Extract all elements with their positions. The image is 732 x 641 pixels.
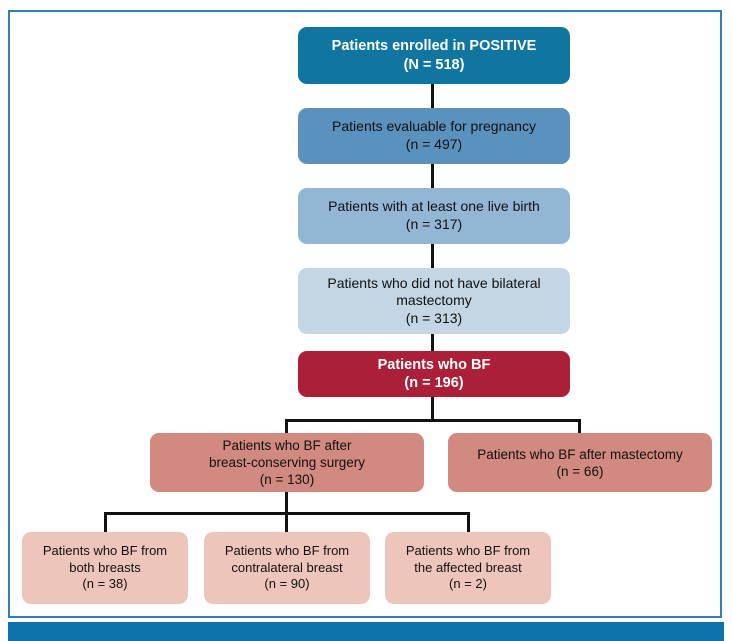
node-no-bilateral-mastectomy[interactable]: Patients who did not have bilateral mast… <box>298 268 570 334</box>
node-bf-mastectomy[interactable]: Patients who BF after mastectomy (n = 66… <box>448 433 712 492</box>
node-evaluable-line-2: (n = 497) <box>405 136 463 152</box>
node-enrolled-line-1: Patients enrolled in POSITIVE <box>331 38 537 55</box>
node-bf-line-2: (n = 196) <box>404 375 464 391</box>
connector-bcs-stem <box>285 492 288 514</box>
node-live-birth-line-2: (n = 317) <box>405 216 463 232</box>
node-affected-line-2: the affected breast <box>414 559 522 575</box>
node-bf[interactable]: Patients who BF (n = 196) <box>298 351 570 397</box>
footer-bar <box>8 622 724 641</box>
node-bf-mastectomy-line-1: Patients who BF after mastectomy <box>477 446 683 462</box>
node-affected-line-1: Patients who BF from <box>405 543 531 559</box>
connector-bf-branch-bar <box>285 419 581 422</box>
node-contralateral-line-3: (n = 90) <box>264 576 310 592</box>
node-evaluable-line-1: Patients evaluable for pregnancy <box>332 118 536 135</box>
node-bcs-line-3: (n = 130) <box>259 472 315 487</box>
node-no-bilateral-line-3: (n = 313) <box>405 309 463 326</box>
node-bf-breast-conserving[interactable]: Patients who BF after breast-conserving … <box>150 433 424 492</box>
node-no-bilateral-line-2: mastectomy <box>396 292 472 309</box>
connector-bf-to-breast-conserving <box>285 419 288 435</box>
connector-bf-stem <box>431 397 434 421</box>
node-bf-affected-breast[interactable]: Patients who BF from the affected breast… <box>385 532 551 604</box>
connector-bf-to-mastectomy <box>578 419 581 435</box>
node-live-birth[interactable]: Patients with at least one live birth (n… <box>298 188 570 244</box>
node-contralateral-line-2: contralateral breast <box>231 559 343 575</box>
connector-evaluable-to-livebirth <box>431 164 434 188</box>
node-bf-mastectomy-line-2: (n = 66) <box>556 463 604 479</box>
node-bf-both-breasts[interactable]: Patients who BF from both breasts (n = 3… <box>22 532 188 604</box>
node-both-breasts-line-3: (n = 38) <box>82 576 128 592</box>
connector-livebirth-to-nobilateral <box>431 244 434 268</box>
node-affected-line-3: (n = 2) <box>449 576 487 592</box>
node-live-birth-line-1: Patients with at least one live birth <box>328 198 540 215</box>
connector-bcs-to-contralateral <box>285 512 288 532</box>
node-bf-contralateral-breast[interactable]: Patients who BF from contralateral breas… <box>204 532 370 604</box>
node-enrolled-line-2: (N = 518) <box>403 56 465 73</box>
node-both-breasts-line-2: both breasts <box>69 559 141 575</box>
node-bf-line-1: Patients who BF <box>377 356 491 373</box>
node-enrolled[interactable]: Patients enrolled in POSITIVE (N = 518) <box>298 27 570 84</box>
node-bcs-line-2: breast-conserving surgery <box>208 455 366 470</box>
connector-enrolled-to-evaluable <box>431 84 434 108</box>
node-bcs-line-1: Patients who BF after <box>222 438 352 453</box>
connector-bcs-to-affected <box>467 512 470 532</box>
connector-bcs-to-both-breasts <box>104 512 107 532</box>
node-evaluable[interactable]: Patients evaluable for pregnancy (n = 49… <box>298 108 570 164</box>
node-contralateral-line-1: Patients who BF from <box>224 543 350 559</box>
node-no-bilateral-line-1: Patients who did not have bilateral <box>327 274 541 291</box>
connector-nobilateral-to-bf <box>431 334 434 351</box>
node-both-breasts-line-1: Patients who BF from <box>42 543 168 559</box>
